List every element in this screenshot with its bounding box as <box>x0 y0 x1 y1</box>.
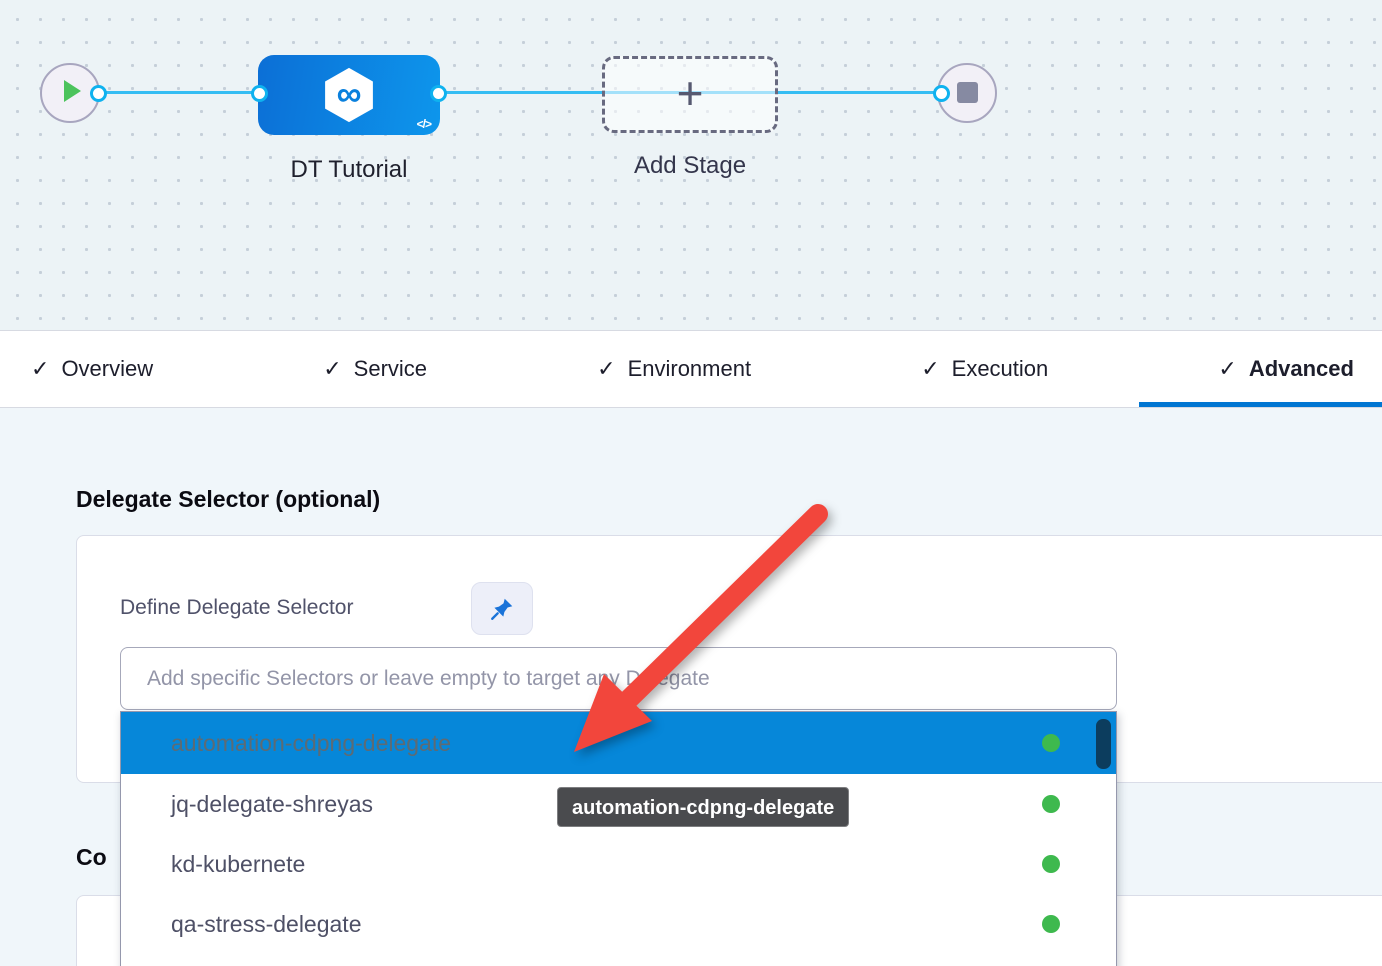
status-connected-icon <box>1042 734 1060 752</box>
delegate-option-label: automation-cdpng-delegate <box>171 729 452 756</box>
status-connected-icon <box>1042 795 1060 813</box>
start-node-port[interactable] <box>90 85 107 102</box>
tab-advanced-label: Advanced <box>1248 356 1354 381</box>
add-stage-button[interactable]: + <box>602 56 778 133</box>
delegate-option-jq-shreyas[interactable]: jq-delegate-shreyas <box>121 774 1116 834</box>
check-icon: ✓ <box>921 356 940 381</box>
delegate-selector-input[interactable] <box>120 647 1117 710</box>
check-icon: ✓ <box>31 356 50 381</box>
play-icon <box>64 80 81 102</box>
plus-icon: + <box>676 66 704 119</box>
delegate-option-qa-stress[interactable]: qa-stress-delegate <box>121 894 1116 954</box>
stage-label: DT Tutorial <box>290 156 408 183</box>
tab-environment[interactable]: ✓ Environment <box>597 356 751 382</box>
pipeline-canvas[interactable]: ∞ </> DT Tutorial + Add Stage <box>0 0 1382 330</box>
add-stage-label: Add Stage <box>633 152 747 179</box>
svg-text:∞: ∞ <box>337 74 362 113</box>
pipeline-end-node[interactable] <box>937 63 997 123</box>
stage-node-dt-tutorial[interactable]: ∞ </> <box>258 55 440 135</box>
delegate-option-label: qa-stress-delegate <box>171 910 362 937</box>
stop-icon <box>957 82 978 103</box>
tab-overview-label: Overview <box>61 356 154 381</box>
stage-left-port[interactable] <box>251 85 268 102</box>
next-section-heading-partial: Co <box>76 844 107 870</box>
check-icon: ✓ <box>597 356 616 381</box>
define-delegate-selector-label: Define Delegate Selector <box>120 596 354 619</box>
tab-execution[interactable]: ✓ Execution <box>921 356 1048 382</box>
harness-logo-icon: ∞ <box>325 67 373 123</box>
code-icon: </> <box>416 117 432 131</box>
stage-tab-bar: ✓ Overview ✓ Service ✓ Environment ✓ Exe… <box>0 330 1382 408</box>
active-tab-indicator <box>1139 402 1382 407</box>
delegate-option-automation-cdpng[interactable]: automation-cdpng-delegate <box>121 712 1116 774</box>
tab-service-label: Service <box>353 356 428 381</box>
tab-advanced[interactable]: ✓ Advanced <box>1218 356 1354 382</box>
status-connected-icon <box>1042 915 1060 933</box>
stage-right-port[interactable] <box>430 85 447 102</box>
tab-service[interactable]: ✓ Service <box>323 356 427 382</box>
pin-icon <box>491 598 513 620</box>
delegate-dropdown-menu: automation-cdpng-delegate jq-delegate-sh… <box>120 711 1117 966</box>
tab-execution-label: Execution <box>951 356 1049 381</box>
status-connected-icon <box>1042 855 1060 873</box>
dropdown-scrollbar-thumb[interactable] <box>1096 719 1111 769</box>
delegate-name-tooltip: automation-cdpng-delegate <box>557 787 850 827</box>
tab-overview[interactable]: ✓ Overview <box>31 356 153 382</box>
end-node-port[interactable] <box>933 85 950 102</box>
check-icon: ✓ <box>1218 356 1237 381</box>
delegate-selector-heading: Delegate Selector (optional) <box>76 486 381 512</box>
delegate-option-label: jq-delegate-shreyas <box>171 790 374 817</box>
delegate-option-label: kd-kubernete <box>171 850 306 877</box>
tab-environment-label: Environment <box>627 356 752 381</box>
check-icon: ✓ <box>323 356 342 381</box>
delegate-option-kd-kubernete[interactable]: kd-kubernete <box>121 834 1116 894</box>
pin-input-type-button[interactable] <box>471 582 533 635</box>
pipeline-connector-line <box>70 91 967 94</box>
